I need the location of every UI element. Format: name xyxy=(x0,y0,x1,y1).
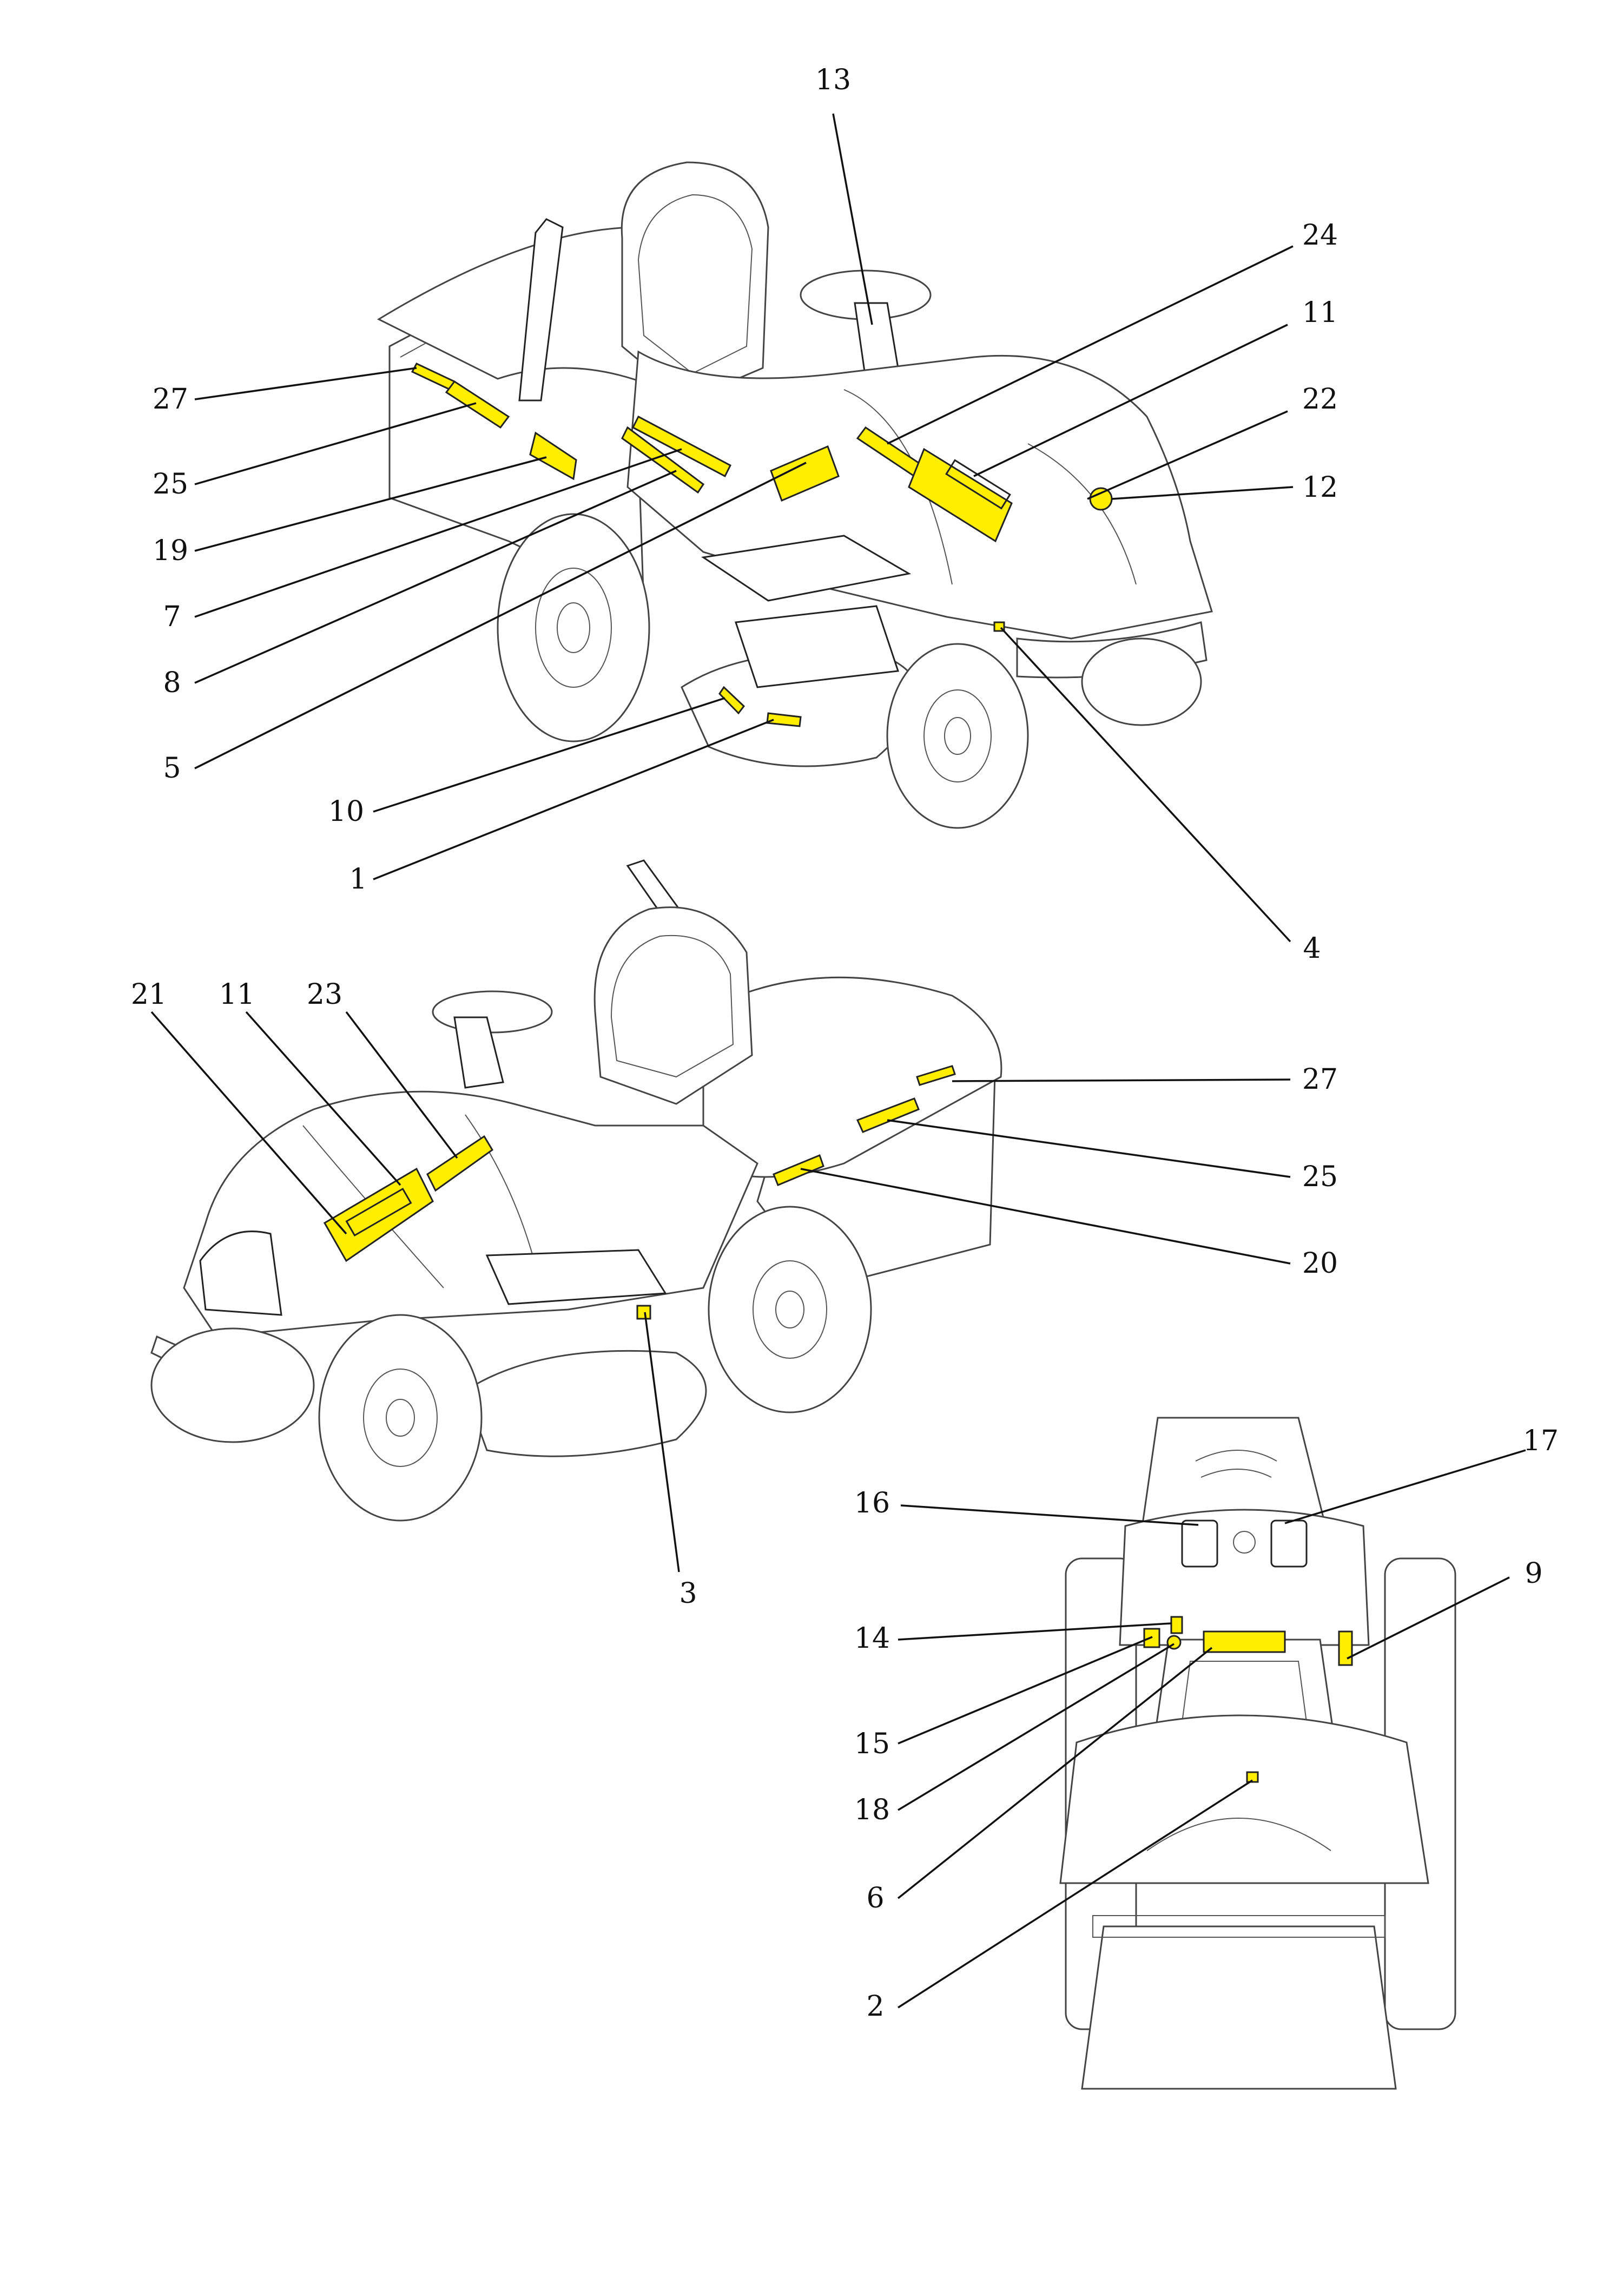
callout-13: 13 xyxy=(815,64,851,96)
callout-8: 8 xyxy=(163,667,181,699)
callout-1: 1 xyxy=(349,863,367,896)
decal-25-front xyxy=(445,380,510,429)
decal-21-11-side xyxy=(323,1167,434,1262)
decals-view-1 xyxy=(411,363,1113,727)
callout-5: 5 xyxy=(163,752,181,785)
decal-7 xyxy=(632,415,731,478)
decal-10 xyxy=(718,686,745,715)
decal-25-side xyxy=(856,1097,920,1133)
decal-2 xyxy=(1246,1771,1259,1783)
callout-17: 17 xyxy=(1523,1425,1559,1457)
callout-24: 24 xyxy=(1302,219,1338,252)
decal-3 xyxy=(636,1305,651,1320)
callout-27-front: 27 xyxy=(153,383,188,416)
decal-1 xyxy=(766,712,802,727)
callout-labels: 13 24 11 22 12 27 25 19 7 8 5 10 1 4 21 … xyxy=(131,64,1559,2023)
leaders-view-1 xyxy=(194,113,1294,943)
decal-8 xyxy=(621,426,705,494)
callout-9: 9 xyxy=(1525,1557,1542,1590)
callout-10: 10 xyxy=(328,795,364,828)
leaders-view-3 xyxy=(897,1449,1526,2009)
callout-20: 20 xyxy=(1302,1247,1338,1280)
callout-3: 3 xyxy=(679,1577,697,1610)
callout-11-side: 11 xyxy=(219,978,255,1011)
decal-23 xyxy=(426,1135,493,1192)
callout-12: 12 xyxy=(1302,471,1338,504)
callout-2: 2 xyxy=(866,1990,884,2023)
decal-20 xyxy=(773,1154,824,1186)
decals-view-3 xyxy=(1143,1616,1353,1783)
callout-19: 19 xyxy=(153,535,188,567)
callout-7: 7 xyxy=(163,601,181,633)
callout-25-side: 25 xyxy=(1302,1161,1338,1193)
decal-6 xyxy=(1203,1630,1286,1653)
decal-12 xyxy=(1089,487,1113,511)
callout-14: 14 xyxy=(854,1622,890,1655)
callout-27-side: 27 xyxy=(1302,1063,1338,1096)
callout-18: 18 xyxy=(854,1794,890,1826)
leaders-view-2 xyxy=(150,1011,1291,1573)
callout-22: 22 xyxy=(1302,383,1338,416)
decal-27-side xyxy=(916,1065,956,1086)
callout-15: 15 xyxy=(854,1728,890,1760)
callout-16: 16 xyxy=(854,1487,890,1519)
callout-25-front: 25 xyxy=(153,468,188,501)
decal-14 xyxy=(1170,1616,1183,1634)
callout-6: 6 xyxy=(866,1882,884,1915)
tractor-view-front-three-quarter xyxy=(377,161,1213,829)
decal-5 xyxy=(770,445,840,502)
callout-21: 21 xyxy=(131,978,167,1011)
callout-4: 4 xyxy=(1303,932,1321,965)
callout-11-front: 11 xyxy=(1302,297,1338,329)
callout-23: 23 xyxy=(307,978,342,1011)
decal-11-front xyxy=(908,448,1013,543)
decal-19 xyxy=(529,431,577,481)
tractor-view-rear xyxy=(1059,1417,1456,2090)
decals-view-2 xyxy=(323,1065,956,1320)
decal-9 xyxy=(1338,1630,1353,1666)
tractor-view-left-side xyxy=(150,859,1002,1522)
